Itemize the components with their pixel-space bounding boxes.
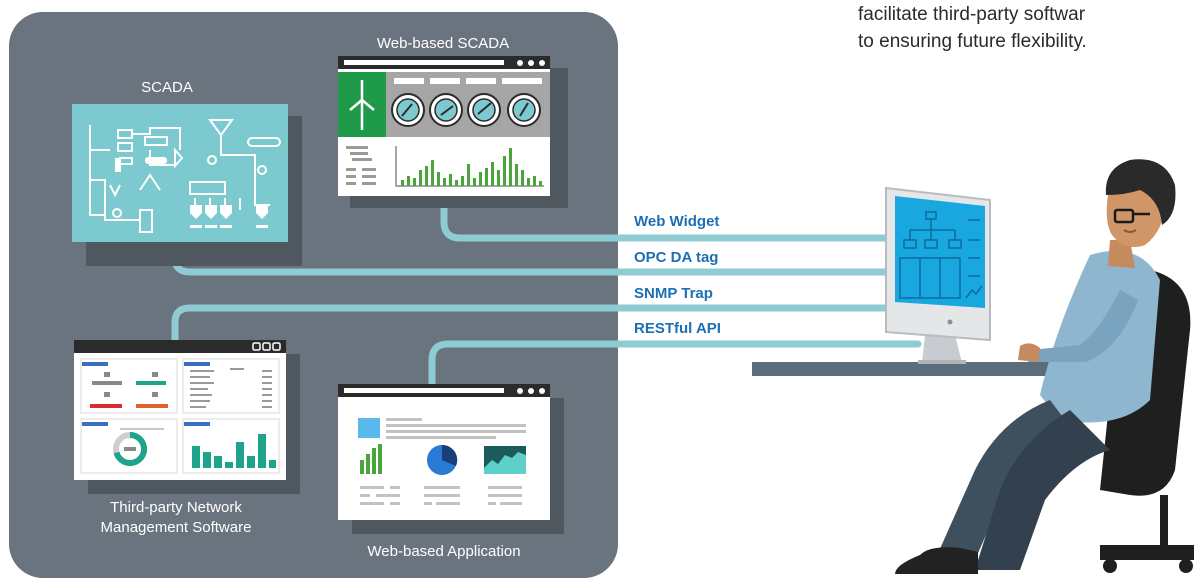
- webapp-footer-lines: [360, 486, 522, 505]
- webapp-pie-chart: [427, 444, 458, 475]
- monitor-stand: [922, 335, 962, 363]
- web-application-window: [338, 384, 564, 534]
- person-neck: [1108, 240, 1135, 268]
- person-shoe: [895, 547, 978, 574]
- intro-text-line1: facilitate third-party softwar: [858, 4, 1086, 25]
- web-scada-tab-bars: [394, 78, 542, 84]
- connection-label-web-widget: Web Widget: [634, 213, 719, 230]
- desk-top: [752, 362, 1052, 376]
- nms-status-panel: [90, 372, 168, 408]
- person-hand: [1018, 343, 1040, 362]
- webapp-bar-chart: [360, 444, 382, 474]
- connection-label-snmp: SNMP Trap: [634, 285, 713, 302]
- connector-restful: [428, 340, 922, 389]
- monitor-screen: [895, 196, 985, 308]
- person-arm: [1028, 290, 1138, 362]
- intro-text-line2: to ensuring future flexibility.: [858, 31, 1087, 52]
- connector-lines: [171, 191, 922, 389]
- connector-snmp: [171, 304, 894, 349]
- webapp-image-placeholder: [358, 418, 380, 438]
- nms-bar-chart: [192, 434, 276, 468]
- nms-title-line1: Third-party Network: [110, 499, 242, 516]
- monitor-screen-diagram: [899, 211, 983, 299]
- web-scada-gauges: [391, 93, 541, 127]
- nms-list-panel: [190, 368, 272, 408]
- person-hair: [1105, 159, 1176, 225]
- webapp-text-lines: [386, 418, 526, 439]
- webapp-area-chart: [484, 446, 526, 474]
- web-scada-title: Web-based SCADA: [377, 35, 509, 52]
- nms-donut-chart: [113, 428, 164, 466]
- scada-tanks: [115, 157, 268, 233]
- web-scada-side-list: [346, 146, 376, 185]
- glasses-icon: [1113, 208, 1150, 224]
- web-scada-address: [344, 60, 504, 65]
- desk: [752, 362, 1052, 376]
- person-illustration: [895, 159, 1194, 574]
- web-scada-window: [338, 56, 568, 208]
- nms-titlebar: [74, 340, 286, 353]
- monitor-icon: [885, 186, 991, 364]
- connection-label-opc-da: OPC DA tag: [634, 249, 718, 266]
- nms-title-line2: Management Software: [101, 519, 252, 536]
- chair-base: [1100, 545, 1194, 560]
- person-leg-back: [975, 410, 1110, 570]
- scada-window: [72, 104, 302, 266]
- wind-turbine-icon: [349, 80, 375, 130]
- webapp-title: Web-based Application: [367, 543, 520, 560]
- scada-title: SCADA: [141, 79, 193, 96]
- connection-label-restful: RESTful API: [634, 320, 721, 337]
- third-party-nms-window: [74, 340, 300, 494]
- scada-schematic: [89, 119, 281, 221]
- web-scada-bar-chart: [395, 146, 544, 187]
- connector-web-widget: [440, 191, 894, 242]
